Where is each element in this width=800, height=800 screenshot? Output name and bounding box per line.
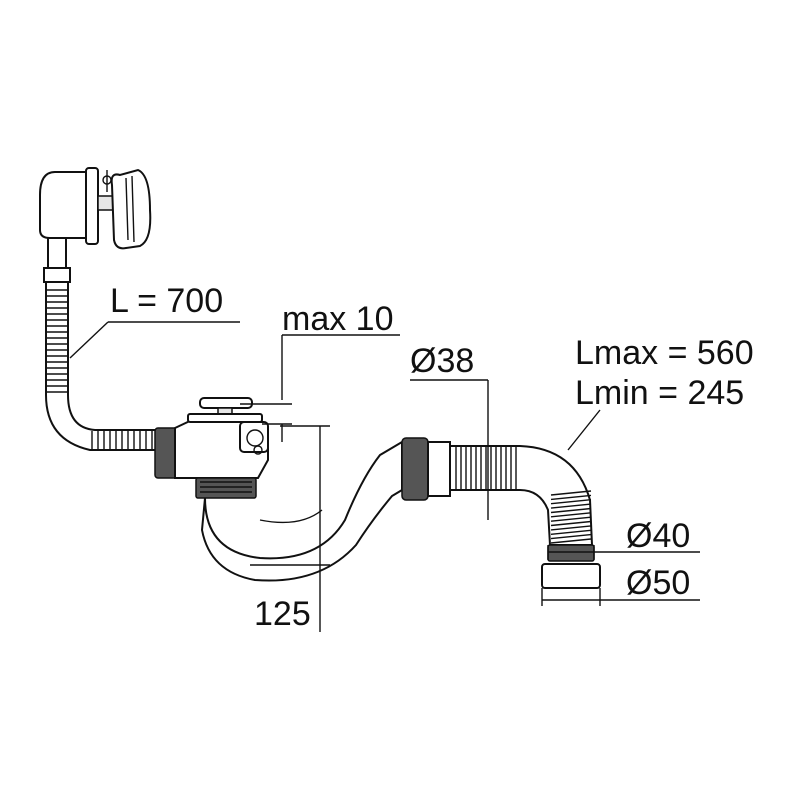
- label-stopper-gap: max 10: [282, 300, 394, 338]
- stopper-plug: [187, 397, 263, 423]
- siphon-body: [154, 397, 269, 499]
- screw-icon: [102, 170, 112, 192]
- label-corrugated-length-max: Lmax = 560: [575, 334, 754, 372]
- overflow-hose: [43, 237, 161, 451]
- dimension-lines: [69, 321, 700, 632]
- label-overflow-hose-length: L = 700: [110, 282, 223, 320]
- label-outlet-diameter-large: Ø50: [626, 564, 690, 602]
- label-trap-height: 125: [254, 595, 311, 633]
- overflow-unit: [39, 167, 152, 250]
- corrugated-pipe: [449, 445, 594, 546]
- pipe-connector: [401, 437, 451, 501]
- label-outlet-diameter-small: Ø40: [626, 517, 690, 555]
- outlet-adapter: [541, 544, 601, 589]
- label-corrugated-length-min: Lmin = 245: [575, 374, 744, 412]
- label-pipe-diameter: Ø38: [410, 342, 474, 380]
